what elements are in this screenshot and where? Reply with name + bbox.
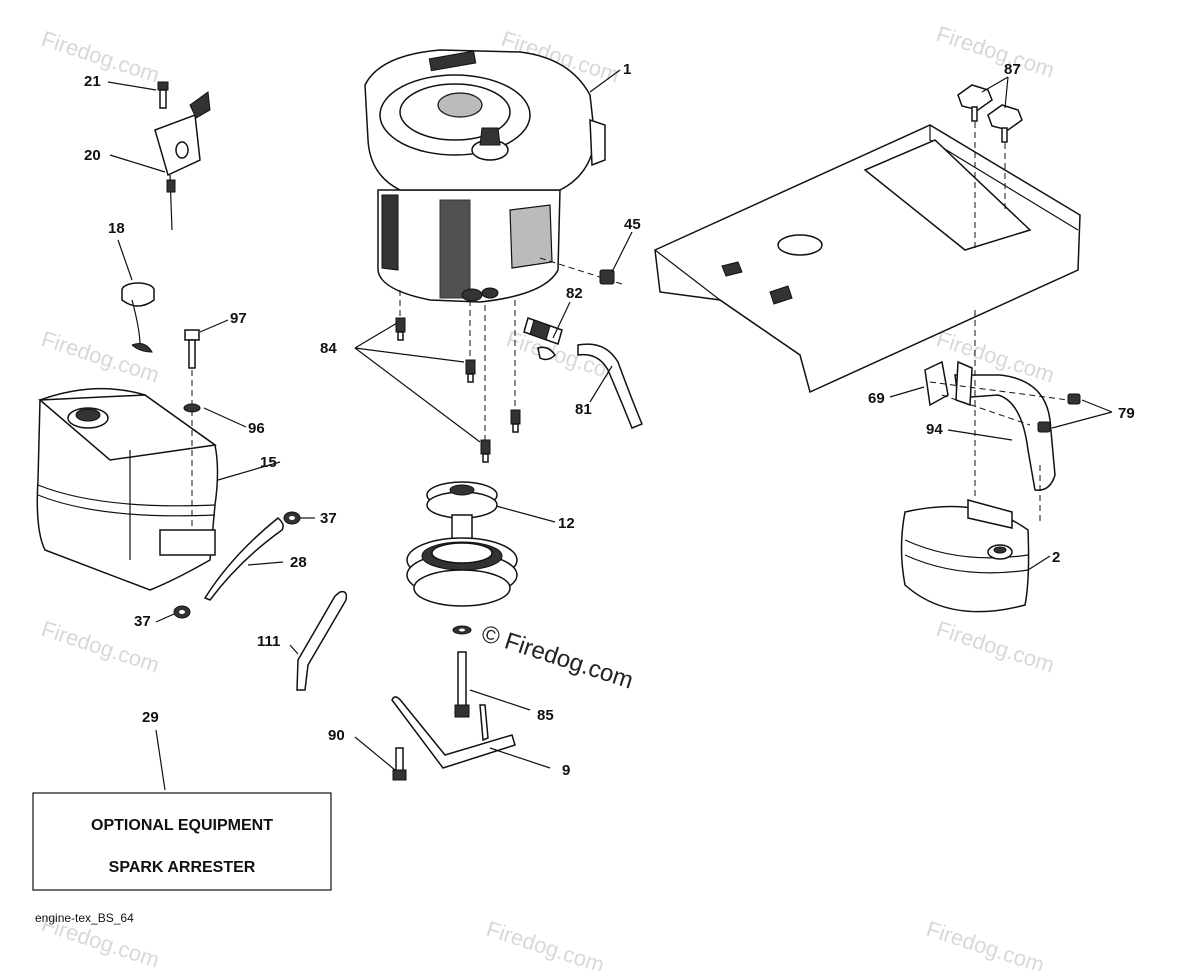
- callout-45: 45: [624, 216, 641, 233]
- callout-111: 111: [257, 633, 280, 650]
- callout-2: 2: [1052, 549, 1060, 566]
- callout-37: 37: [134, 613, 151, 630]
- callout-15: 15: [260, 454, 277, 471]
- bolt-part-97: [183, 329, 201, 530]
- callout-82: 82: [566, 285, 583, 302]
- callout-29: 29: [142, 709, 159, 726]
- clamp-part-37: [283, 511, 301, 525]
- callout-97: 97: [230, 310, 247, 327]
- callout-69: 69: [868, 390, 885, 407]
- callout-96: 96: [248, 420, 265, 437]
- callout-20: 20: [84, 147, 101, 164]
- callout-18: 18: [108, 220, 125, 237]
- muffler-part-2: [900, 310, 1041, 613]
- belt-guide-part-9: [391, 696, 516, 769]
- optional-equipment-label: OPTIONAL EQUIPMENT: [91, 817, 273, 834]
- fuel-line-part-28: [203, 516, 284, 601]
- pulley-part-12: [406, 481, 518, 607]
- callout-94: 94: [926, 421, 943, 438]
- callout-37: 37: [320, 510, 337, 527]
- hose-part-111: [296, 590, 348, 691]
- watermark: Firedog.com: [923, 916, 1047, 971]
- bolt-part-85: [452, 625, 472, 718]
- callout-labels: 1 2 9 12 15 18 20 21 28 29 37 37 45 69 7…: [84, 61, 1135, 779]
- callout-81: 81: [575, 401, 592, 418]
- diagram-code: engine-tex_BS_64: [35, 911, 134, 925]
- leader-lines: [107, 69, 1113, 791]
- engine-bolts-84: [395, 290, 521, 463]
- callout-84: 84: [320, 340, 337, 357]
- bolt-part-90: [392, 747, 407, 781]
- exhaust-pipe-part-94: [954, 374, 1056, 491]
- watermark: Firedog.com: [933, 616, 1057, 678]
- fuel-cap-part-18: [121, 282, 155, 353]
- engine-mount-plate: [654, 124, 1081, 394]
- callout-1: 1: [623, 61, 631, 78]
- screw-part-21: [157, 81, 169, 109]
- spark-arrester-label: SPARK ARRESTER: [109, 859, 256, 876]
- optional-equipment-box: OPTIONAL EQUIPMENT SPARK ARRESTER: [32, 792, 332, 891]
- throttle-control-part-20: [154, 91, 211, 231]
- fuel-filter-part-82: [523, 317, 563, 361]
- belt-guide-tab: [479, 704, 489, 742]
- watermark: Firedog.com: [38, 326, 162, 388]
- engine-part-1: [364, 49, 606, 303]
- exhaust-flange: [955, 360, 973, 407]
- fuel-tank-part-15: [36, 387, 219, 591]
- callout-28: 28: [290, 554, 307, 571]
- callout-90: 90: [328, 727, 345, 744]
- knob-part-87: [987, 104, 1023, 210]
- watermark: Firedog.com: [483, 916, 607, 971]
- clamp-part-37: [173, 605, 191, 619]
- callout-21: 21: [84, 73, 101, 90]
- callout-12: 12: [558, 515, 575, 532]
- watermark-main: © Firedog.com: [478, 620, 636, 694]
- callout-87: 87: [1004, 61, 1021, 78]
- bolt-part-79: [929, 381, 1081, 433]
- callout-79: 79: [1118, 405, 1135, 422]
- nut-part-45: [539, 257, 626, 286]
- fuel-line-part-81: [577, 343, 643, 429]
- callout-9: 9: [562, 762, 570, 779]
- watermark: Firedog.com: [933, 21, 1057, 83]
- callout-85: 85: [537, 707, 554, 724]
- gasket-part-69: [924, 360, 949, 407]
